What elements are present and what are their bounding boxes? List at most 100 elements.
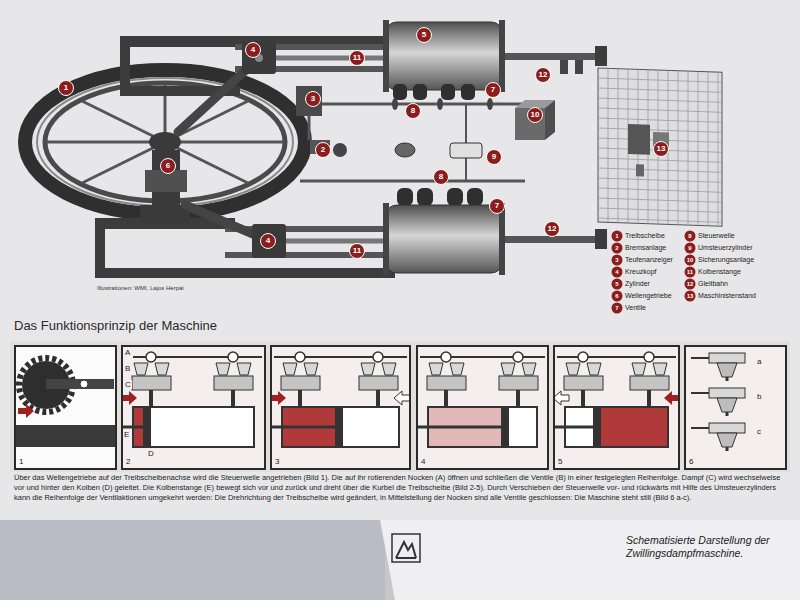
logo bbox=[392, 534, 420, 562]
callout-circles bbox=[486, 83, 501, 98]
callout-circles bbox=[536, 68, 551, 83]
legend-entry: Ventile bbox=[625, 303, 646, 313]
panel-drawing bbox=[684, 345, 787, 470]
panel-drawing bbox=[214, 352, 253, 407]
callout-circles bbox=[261, 234, 276, 249]
text-slot: Wellengetriebe bbox=[625, 291, 672, 301]
text-slot: Gleitbahn bbox=[698, 279, 728, 289]
callout-number: 7 bbox=[489, 199, 505, 213]
flywheel bbox=[37, 78, 293, 206]
callout-number: 3 bbox=[305, 92, 321, 106]
flywheel bbox=[25, 70, 305, 214]
legend-number: 12 bbox=[684, 279, 696, 290]
lower-panel bbox=[0, 520, 385, 600]
lower-engine bbox=[505, 236, 600, 243]
panel-drawing bbox=[270, 345, 411, 470]
callout-number: 10 bbox=[527, 108, 543, 122]
legend-entry: Steuerwelle bbox=[698, 231, 735, 241]
part-letter: b bbox=[756, 392, 762, 401]
text-slot: 6 bbox=[160, 159, 176, 173]
callout-number: 4 bbox=[260, 234, 276, 248]
callout-number: 4 bbox=[245, 43, 261, 57]
panel-drawing bbox=[499, 352, 538, 407]
text-slot: b bbox=[756, 392, 762, 401]
legend-number: 11 bbox=[684, 267, 696, 278]
text-slot: C bbox=[124, 380, 132, 389]
lower-engine bbox=[397, 188, 413, 206]
control-devices bbox=[465, 158, 467, 181]
text-slot: Kolbenstange bbox=[698, 267, 741, 277]
upper-engine bbox=[383, 20, 389, 92]
legend-number: 7 bbox=[611, 303, 623, 314]
legend-number: 9 bbox=[684, 243, 696, 254]
lower-engine bbox=[447, 188, 463, 206]
panel-drawing bbox=[664, 391, 680, 405]
legend-circles bbox=[612, 267, 623, 278]
text-slot: 5 bbox=[416, 28, 432, 42]
callout-circles bbox=[528, 108, 543, 123]
credit-note: Illustrationen: WMI, Lajos Herpai bbox=[97, 284, 184, 292]
callout-number: 7 bbox=[485, 83, 501, 97]
control-devices bbox=[515, 108, 545, 140]
panel-number: 5 bbox=[558, 457, 562, 467]
lower-engine bbox=[499, 203, 505, 275]
callout-number: 8 bbox=[405, 104, 421, 118]
callout-number: 12 bbox=[544, 222, 560, 236]
part-letter: c bbox=[756, 427, 762, 436]
explanation-text: Über das Wellengetriebe auf der Treibsch… bbox=[14, 473, 787, 503]
panel-drawing bbox=[691, 388, 745, 416]
lower-engine bbox=[595, 229, 607, 249]
legend-entry: Wellengetriebe bbox=[625, 291, 672, 301]
lower-engine bbox=[385, 205, 503, 273]
logo bbox=[396, 557, 416, 559]
upper-engine bbox=[437, 98, 443, 110]
panel-drawing bbox=[501, 408, 509, 446]
panel-drawing bbox=[270, 391, 286, 405]
panel-drawing bbox=[281, 352, 320, 407]
text-slot: Kreuzkopf bbox=[625, 267, 657, 277]
text-slot: Illustrationen: WMI, Lajos Herpai bbox=[97, 284, 184, 292]
strip-ground bbox=[10, 341, 790, 472]
panel-number: 3 bbox=[275, 457, 279, 467]
control-devices bbox=[296, 86, 322, 116]
callout-number: 5 bbox=[416, 28, 432, 42]
panel-box: 5 bbox=[553, 345, 680, 470]
callout-number: 11 bbox=[349, 51, 365, 65]
text-slot: Steuerwelle bbox=[698, 231, 735, 241]
panel-drawing bbox=[416, 345, 549, 470]
text-slot: 1 bbox=[58, 81, 74, 95]
panel-drawing bbox=[553, 426, 593, 429]
text-slot: a bbox=[756, 357, 762, 366]
legend-circles bbox=[685, 279, 696, 290]
panel-box: 1 bbox=[14, 345, 117, 470]
legend-entry: Zylinder bbox=[625, 279, 650, 289]
logo bbox=[396, 542, 416, 558]
callout-circles bbox=[350, 244, 365, 259]
legend-number: 5 bbox=[611, 279, 623, 290]
caption: Schematisierte Darstellung der Zwillings… bbox=[626, 534, 791, 560]
control-devices bbox=[333, 143, 347, 157]
callout-circles bbox=[417, 28, 432, 43]
text-slot: E bbox=[123, 430, 130, 439]
panel-drawing bbox=[14, 345, 117, 470]
control-devices bbox=[296, 86, 555, 181]
legend-circles bbox=[612, 231, 623, 242]
sign-board bbox=[0, 0, 800, 520]
part-letter: E bbox=[123, 430, 130, 439]
legend-number: 10 bbox=[684, 255, 696, 266]
upper-engine bbox=[413, 84, 427, 100]
panel-drawing bbox=[557, 356, 676, 358]
lower-engine bbox=[467, 188, 483, 206]
panel-drawing bbox=[14, 425, 117, 447]
text-slot: Sicherungsanlage bbox=[698, 255, 754, 265]
text-slot: 8 bbox=[433, 170, 449, 184]
panel-number: 6 bbox=[689, 457, 693, 467]
flywheel bbox=[45, 83, 285, 201]
text-slot: 11 bbox=[349, 51, 365, 65]
text-slot: Schematisierte Darstellung der Zwillings… bbox=[626, 534, 791, 560]
legend-number: 4 bbox=[611, 267, 623, 278]
flywheel bbox=[25, 70, 305, 214]
legend-circles bbox=[685, 291, 696, 302]
text-slot: 4 bbox=[245, 43, 261, 57]
